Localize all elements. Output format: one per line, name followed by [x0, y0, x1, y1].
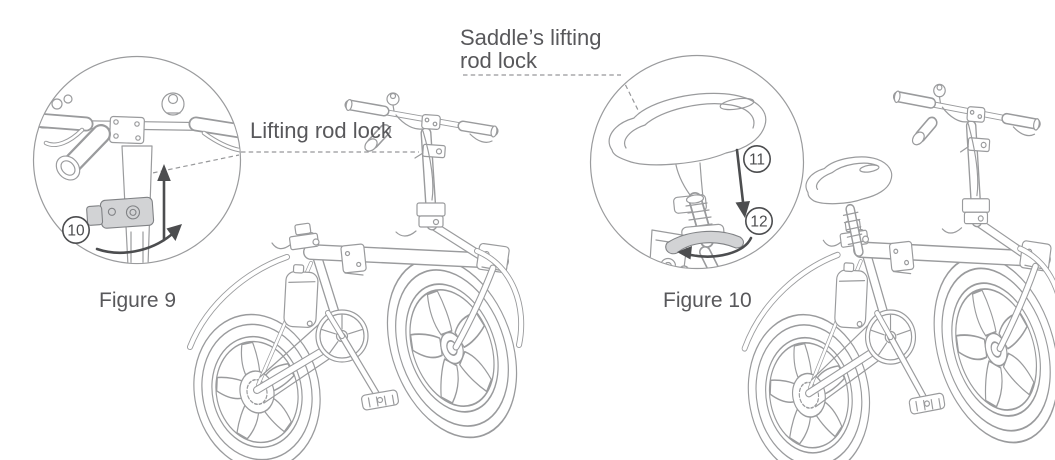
headlight: [55, 124, 111, 181]
callout-line-1: Saddle’s lifting: [460, 25, 602, 50]
step-11-badge: 11: [742, 145, 771, 174]
figure9-caption: Figure 9: [99, 289, 177, 312]
step-12-badge: 12: [744, 207, 773, 236]
step-10-number: 10: [67, 222, 85, 239]
step-11-number: 11: [749, 151, 765, 168]
figure10-caption: Figure 10: [663, 289, 752, 312]
step-12-number: 12: [750, 213, 767, 230]
lifting-rod-lock-clamp: [86, 196, 155, 229]
bell-icon: [161, 92, 185, 116]
detail-circle-figure9: 10: [32, 55, 242, 265]
arrow-down-icon: [735, 148, 750, 218]
quick-release-lever: [665, 230, 745, 255]
callout-label-saddle-lifting-rod-lock: Saddle’s lifting rod lock: [460, 26, 601, 72]
saddle-detail: [608, 92, 767, 166]
callout-line-2: rod lock: [460, 48, 538, 73]
rotate-clockwise-arrow-icon: [95, 224, 182, 255]
arrow-up-icon: [157, 164, 171, 242]
step-10-badge: 10: [61, 216, 90, 245]
rotate-counterclockwise-arrow-icon: [677, 236, 753, 260]
callout-label-lifting-rod-lock: Lifting rod lock: [250, 118, 392, 143]
detail-circle-figure10: 11 12: [589, 54, 805, 270]
